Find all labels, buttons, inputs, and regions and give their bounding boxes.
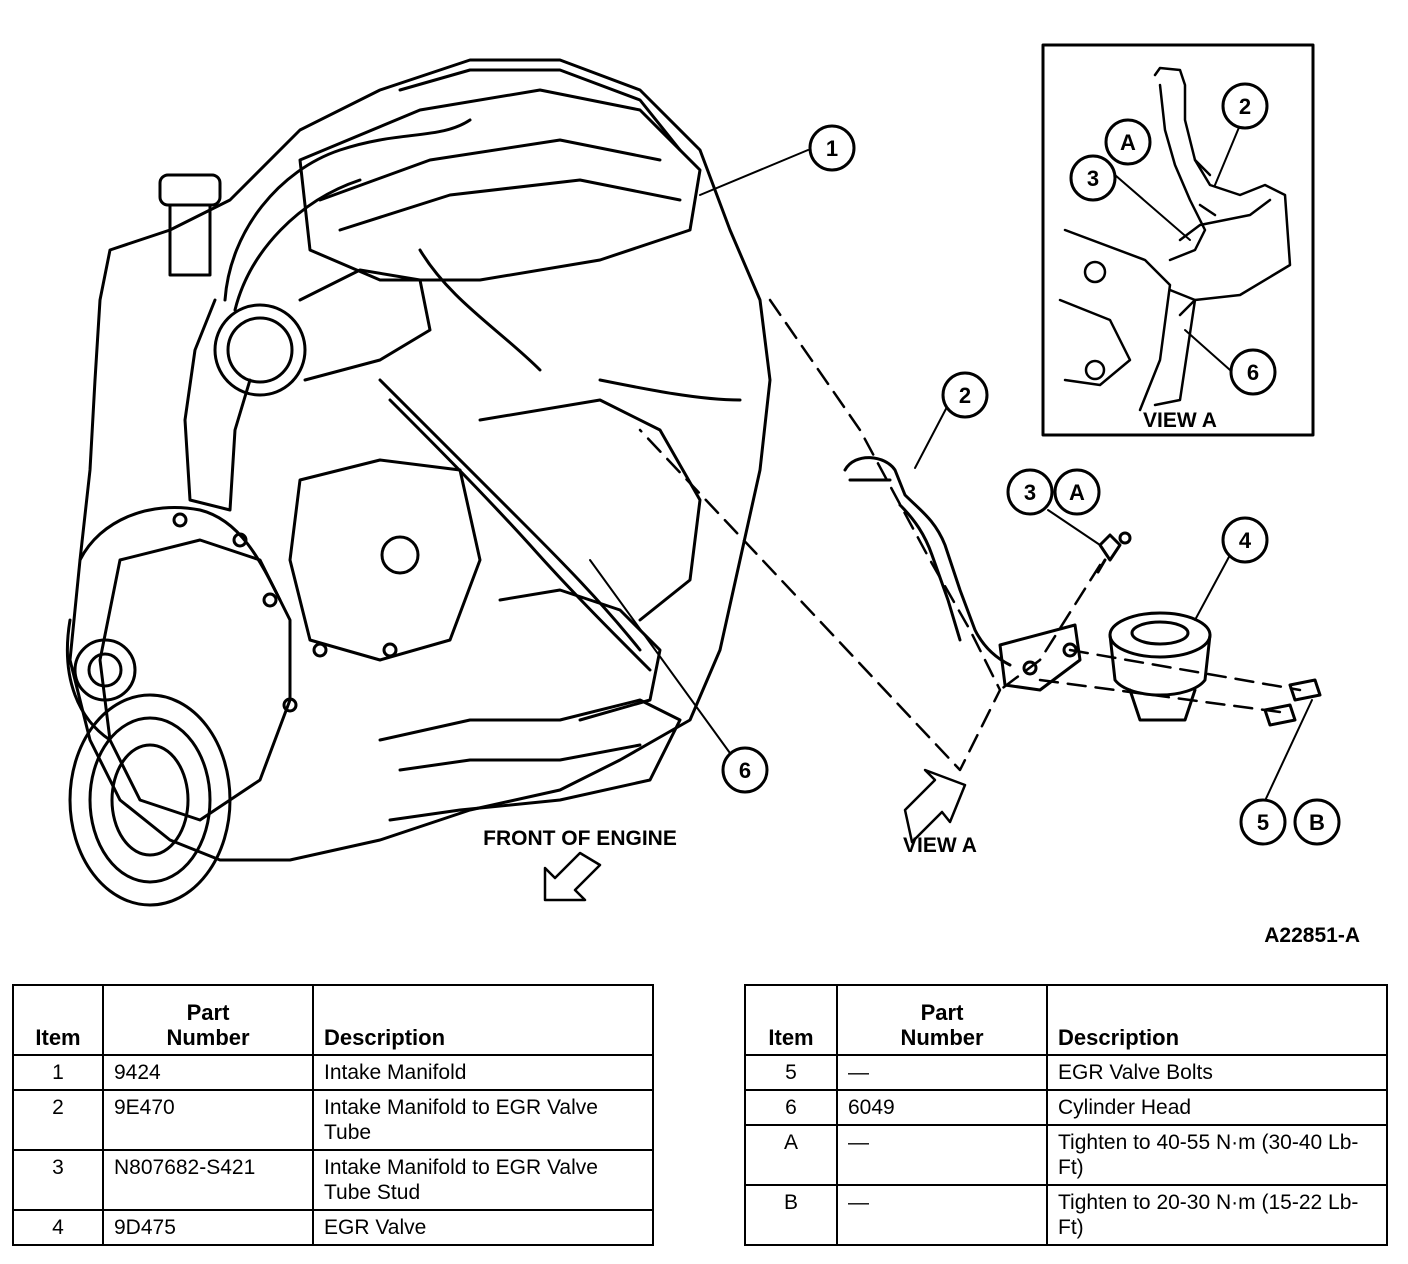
cell-description: EGR Valve Bolts xyxy=(1046,1054,1388,1091)
view-a-inset-frame xyxy=(1041,43,1315,437)
svg-text:6: 6 xyxy=(739,758,751,783)
cell-description: Intake Manifold to EGR Valve Tube xyxy=(312,1089,654,1151)
inset-view-a-label: VIEW A xyxy=(1143,409,1217,432)
cell-description: Intake Manifold to EGR Valve Tube Stud xyxy=(312,1149,654,1211)
header-part-line1: Part xyxy=(920,1000,964,1025)
table-header-row: Item Part Number Description xyxy=(744,984,1388,1056)
front-of-engine-label: FRONT OF ENGINE xyxy=(483,827,677,850)
cell-description: Tighten to 20-30 N·m (15-22 Lb-Ft) xyxy=(1046,1184,1388,1246)
cell-part-number: — xyxy=(836,1124,1048,1186)
cell-item: 2 xyxy=(12,1089,104,1151)
header-part-line2: Number xyxy=(166,1025,250,1050)
svg-text:1: 1 xyxy=(826,136,838,161)
svg-text:A: A xyxy=(1120,130,1136,155)
table-header-row: Item Part Number Description xyxy=(12,984,654,1056)
parts-table-left: Item Part Number Description 1 9424 Inta… xyxy=(12,984,654,1246)
cell-part-number: 9424 xyxy=(102,1054,314,1091)
inset-callout-3: 3 xyxy=(1069,154,1117,202)
table-row: B — Tighten to 20-30 N·m (15-22 Lb-Ft) xyxy=(744,1184,1388,1246)
header-item: Item xyxy=(12,984,104,1056)
cell-description: Tighten to 40-55 N·m (30-40 Lb-Ft) xyxy=(1046,1124,1388,1186)
header-part-number: Part Number xyxy=(102,984,314,1056)
header-part-line1: Part xyxy=(186,1000,230,1025)
egr-tube-illustration xyxy=(843,456,1082,692)
table-row: 2 9E470 Intake Manifold to EGR Valve Tub… xyxy=(12,1089,654,1151)
svg-text:5: 5 xyxy=(1257,810,1269,835)
header-part-number: Part Number xyxy=(836,984,1048,1056)
cell-part-number: 9D475 xyxy=(102,1209,314,1246)
svg-text:A: A xyxy=(1069,480,1085,505)
cell-part-number: 9E470 xyxy=(102,1089,314,1151)
table-row: 4 9D475 EGR Valve xyxy=(12,1209,654,1246)
svg-text:B: B xyxy=(1309,810,1325,835)
view-a-arrow-icon xyxy=(903,768,967,844)
engine-egr-diagram: 1 2 3 A 4 5 B 6 2 A 3 6 VIEW A VIEW A FR… xyxy=(65,43,1360,947)
callout-B: B xyxy=(1293,798,1341,846)
inset-leader-lines xyxy=(1114,124,1241,371)
parts-table-right: Item Part Number Description 5 — EGR Val… xyxy=(744,984,1388,1246)
stud-illustration xyxy=(1096,531,1132,574)
callout-A: A xyxy=(1053,468,1101,516)
svg-text:2: 2 xyxy=(959,383,971,408)
cell-description: EGR Valve xyxy=(312,1209,654,1246)
table-row: A — Tighten to 40-55 N·m (30-40 Lb-Ft) xyxy=(744,1124,1388,1186)
cell-item: B xyxy=(744,1184,838,1246)
view-a-inset-illustration xyxy=(1058,66,1292,412)
callout-3: 3 xyxy=(1006,468,1054,516)
header-part-line2: Number xyxy=(900,1025,984,1050)
cell-description: Intake Manifold xyxy=(312,1054,654,1091)
cell-part-number: 6049 xyxy=(836,1089,1048,1126)
alignment-lines xyxy=(638,298,1302,772)
table-row: 5 — EGR Valve Bolts xyxy=(744,1054,1388,1091)
svg-text:6: 6 xyxy=(1247,360,1259,385)
leader-lines xyxy=(589,149,1313,806)
header-item: Item xyxy=(744,984,838,1056)
cell-item: 6 xyxy=(744,1089,838,1126)
egr-valve-illustration xyxy=(1108,611,1212,722)
cell-item: 4 xyxy=(12,1209,104,1246)
cell-item: 1 xyxy=(12,1054,104,1091)
table-row: 1 9424 Intake Manifold xyxy=(12,1054,654,1091)
header-description: Description xyxy=(1046,984,1388,1056)
svg-text:3: 3 xyxy=(1087,166,1099,191)
cell-item: A xyxy=(744,1124,838,1186)
callout-1: 1 xyxy=(808,124,856,172)
cell-item: 3 xyxy=(12,1149,104,1211)
header-description: Description xyxy=(312,984,654,1056)
callouts: 1 2 3 A 4 5 B 6 2 A 3 6 xyxy=(721,82,1341,846)
callout-5: 5 xyxy=(1239,798,1287,846)
table-row: 6 6049 Cylinder Head xyxy=(744,1089,1388,1126)
callout-6: 6 xyxy=(721,746,769,794)
callout-2: 2 xyxy=(941,371,989,419)
callout-4: 4 xyxy=(1221,516,1269,564)
inset-callout-2: 2 xyxy=(1221,82,1269,130)
cell-part-number: — xyxy=(836,1054,1048,1091)
front-of-engine-arrow-icon xyxy=(543,851,602,902)
view-a-label: VIEW A xyxy=(903,834,977,857)
egr-bolts-illustration xyxy=(1263,678,1322,727)
figure-id: A22851-A xyxy=(1264,924,1360,947)
cell-item: 5 xyxy=(744,1054,838,1091)
svg-text:3: 3 xyxy=(1024,480,1036,505)
cell-part-number: N807682-S421 xyxy=(102,1149,314,1211)
engine-illustration xyxy=(65,58,772,907)
svg-text:2: 2 xyxy=(1239,94,1251,119)
svg-text:4: 4 xyxy=(1239,528,1252,553)
cell-part-number: — xyxy=(836,1184,1048,1246)
inset-callout-6: 6 xyxy=(1229,348,1277,396)
cell-description: Cylinder Head xyxy=(1046,1089,1388,1126)
table-row: 3 N807682-S421 Intake Manifold to EGR Va… xyxy=(12,1149,654,1211)
inset-callout-A: A xyxy=(1104,118,1152,166)
